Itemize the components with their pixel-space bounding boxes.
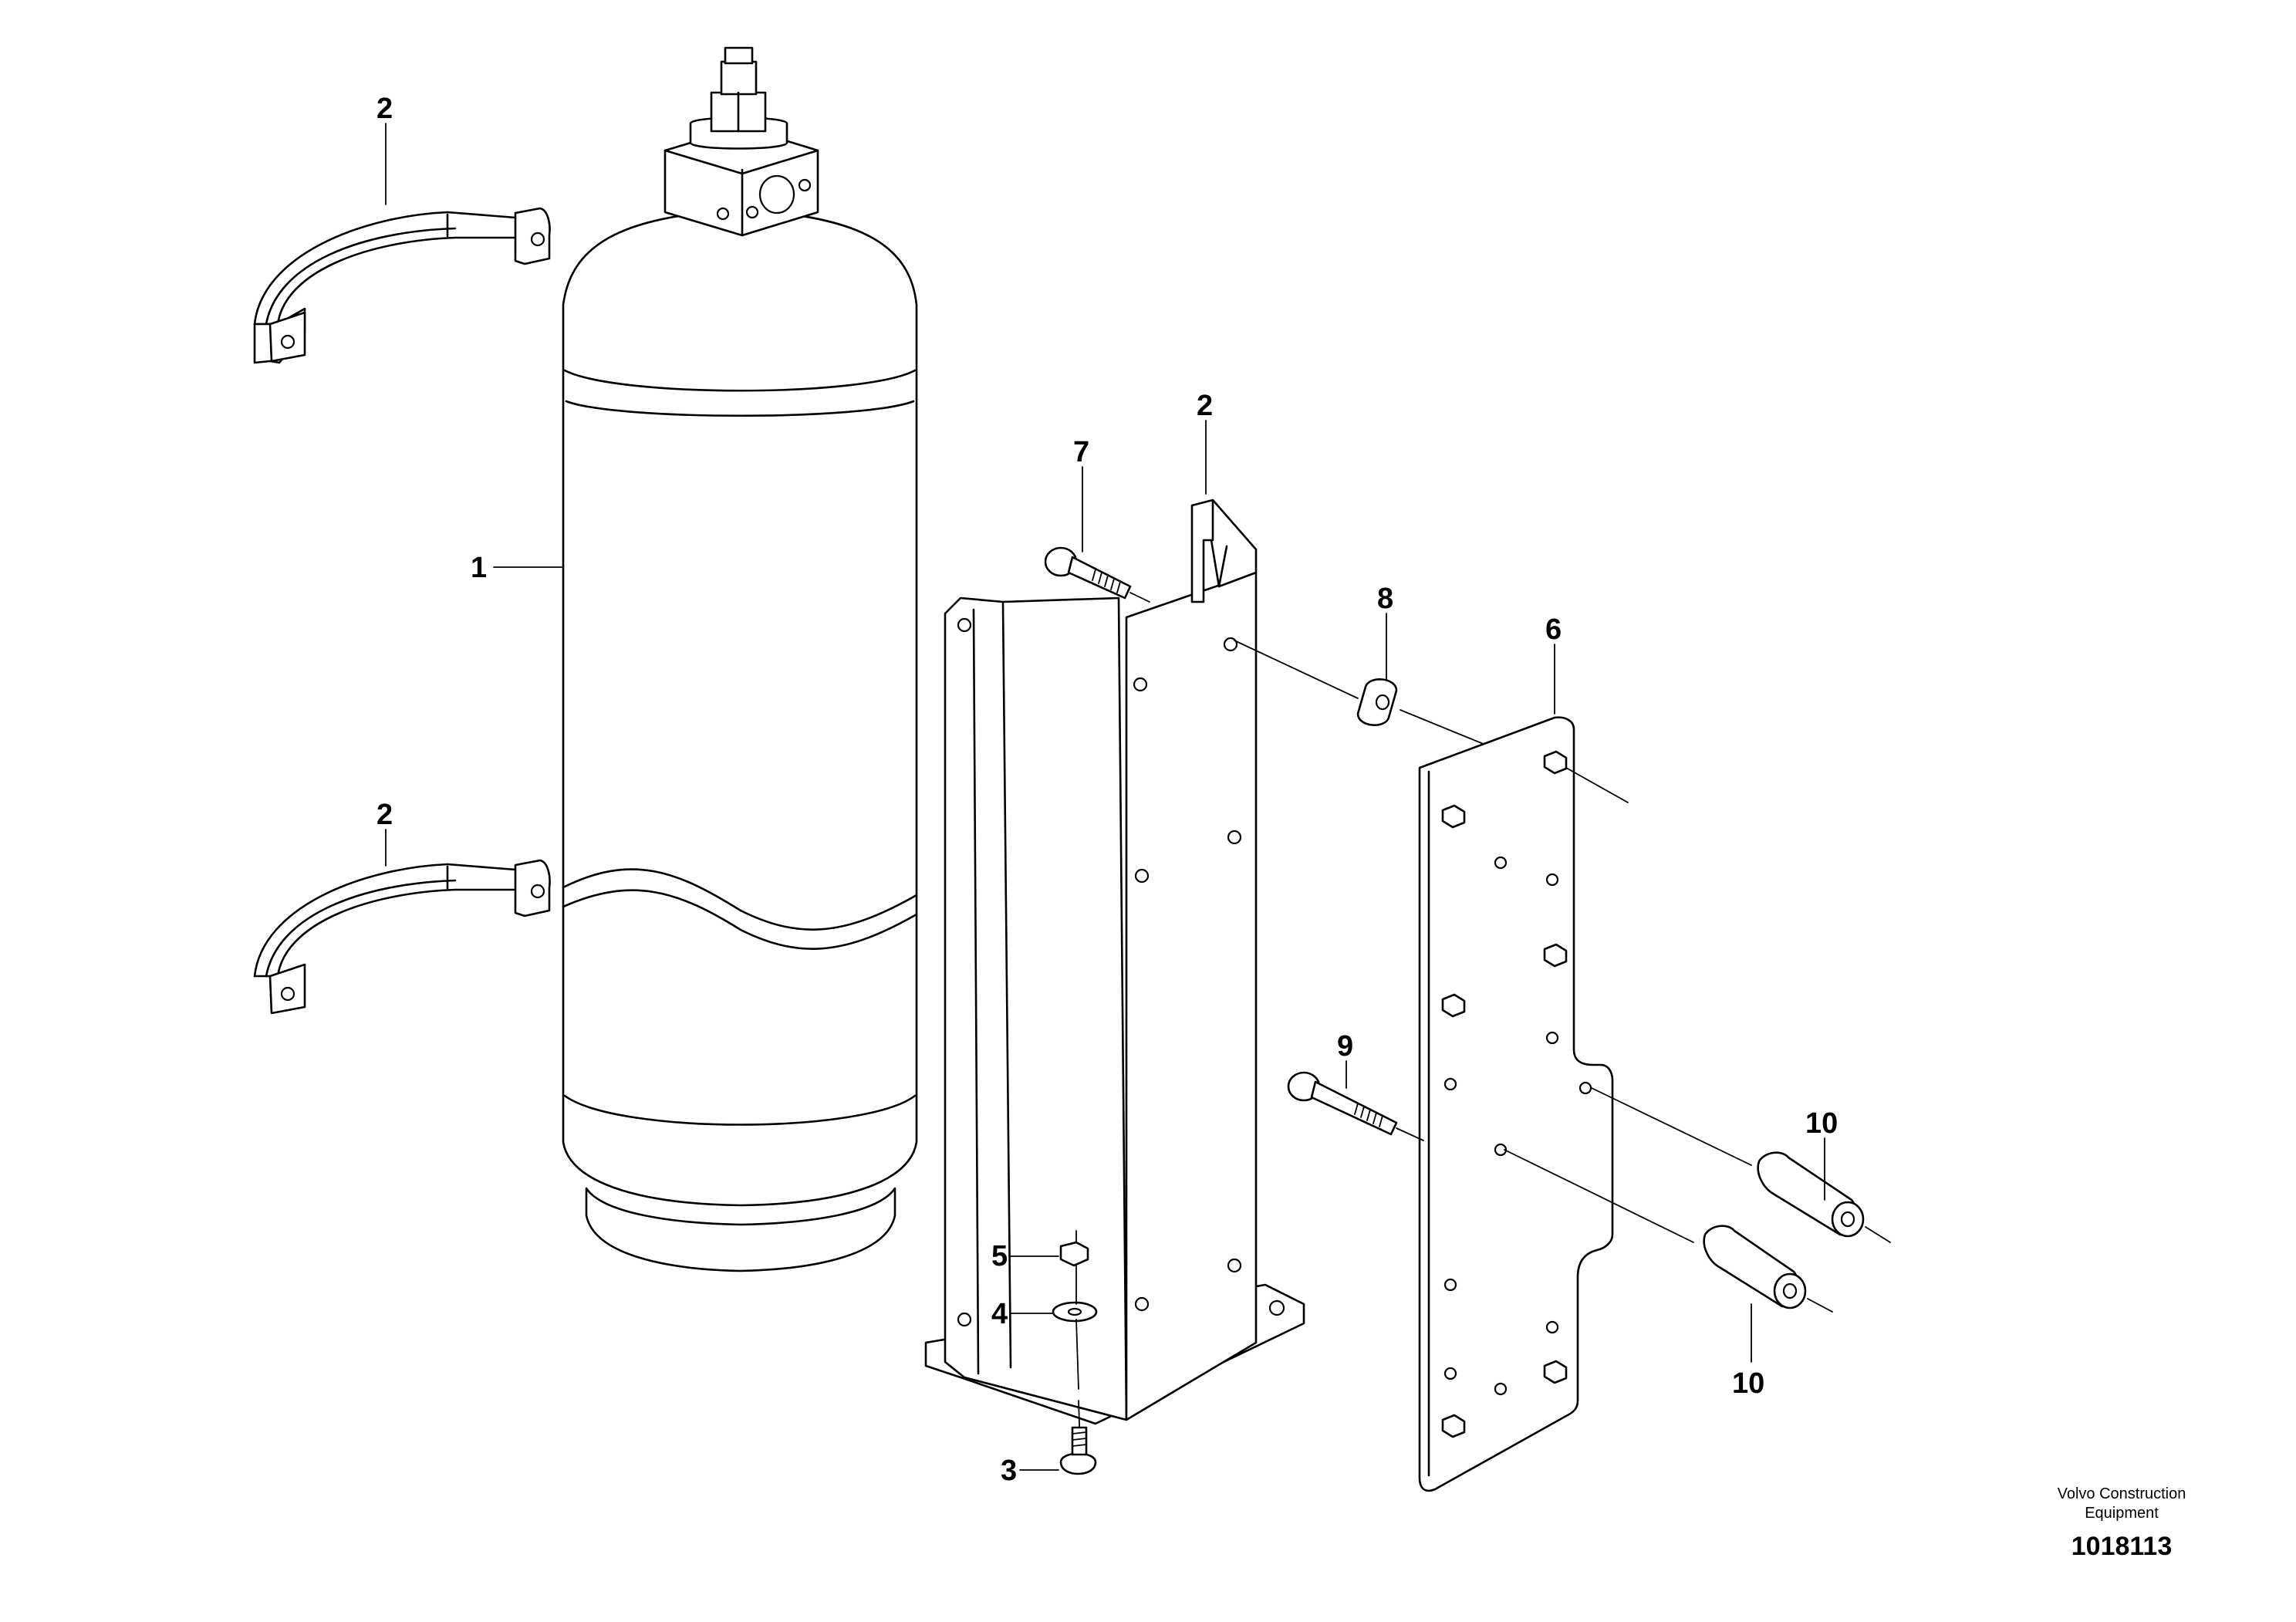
callout-10-upper: 10 (1805, 1107, 1838, 1140)
cylinder-part-1 (562, 46, 918, 1272)
plate-nuts (1441, 750, 1568, 1438)
bolt-part-7 (1044, 546, 1150, 603)
spacer-upper-part-10 (1591, 1087, 1891, 1243)
plate-part-6 (1418, 716, 1629, 1492)
callout-3: 3 (1001, 1455, 1017, 1487)
nut-part-5 (1059, 1230, 1089, 1267)
callout-4: 4 (991, 1298, 1008, 1330)
callout-6: 6 (1545, 613, 1562, 646)
callout-5: 5 (991, 1240, 1008, 1272)
spacer-lower-part-10 (1504, 1149, 1833, 1313)
document-number: 1018113 (2071, 1532, 2173, 1561)
callout-1: 1 (471, 552, 487, 584)
callout-8: 8 (1377, 583, 1393, 615)
bolt-part-9 (1287, 1071, 1424, 1141)
bracket-part-2 (924, 498, 1305, 1425)
callout-10-lower: 10 (1732, 1367, 1764, 1400)
callout-7: 7 (1073, 436, 1089, 468)
callout-9: 9 (1337, 1030, 1353, 1063)
callout-2-bracket: 2 (1197, 390, 1213, 422)
clamp-lower-part-2 (253, 859, 551, 1015)
screw-part-3 (1059, 1400, 1097, 1475)
spacer-part-8 (1234, 640, 1486, 745)
caption-line-1: Volvo Construction (2058, 1485, 2186, 1502)
callout-2-lower-clamp: 2 (376, 799, 393, 831)
washer-part-4 (1052, 1265, 1098, 1390)
leader-lines (385, 123, 1825, 1471)
caption-line-2: Equipment (2085, 1505, 2159, 1522)
callout-2-upper-clamp: 2 (376, 93, 393, 125)
clamp-upper-part-2 (253, 207, 551, 364)
